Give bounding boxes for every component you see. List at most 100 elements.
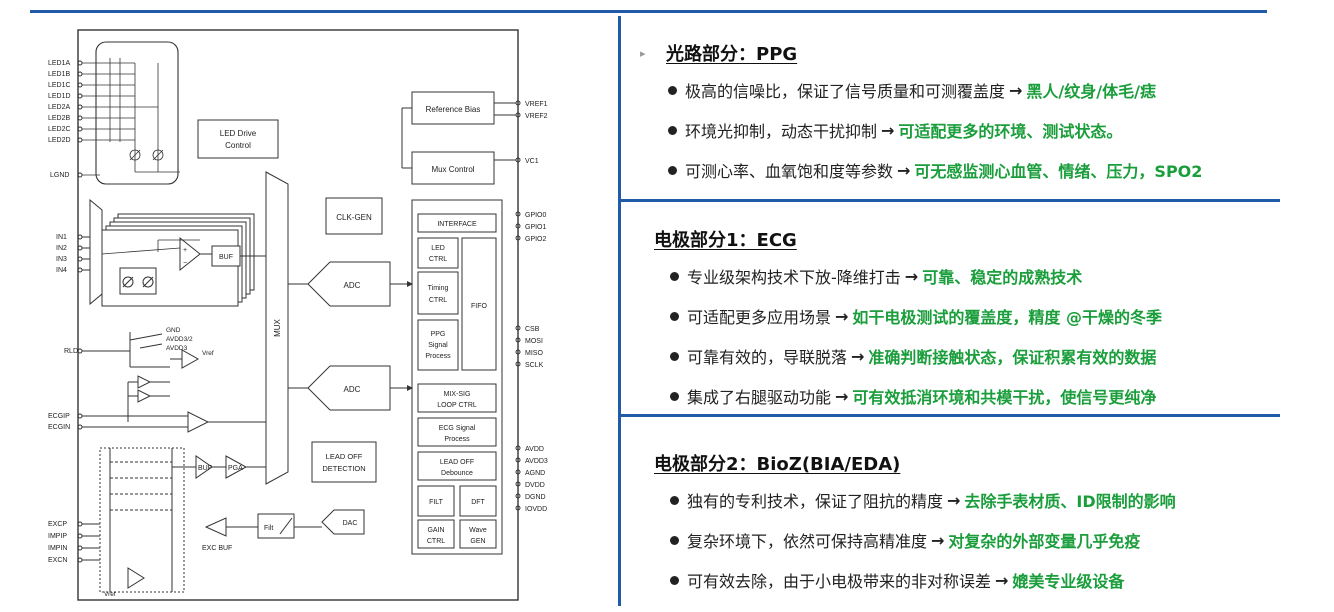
svg-text:LGND: LGND xyxy=(50,172,69,179)
svg-text:CTRL: CTRL xyxy=(429,297,447,304)
svg-text:DFT: DFT xyxy=(471,499,485,506)
led-pin: LED2A xyxy=(48,104,135,111)
svg-text:EXC BUF: EXC BUF xyxy=(202,545,232,552)
bullet-item: 集成了右腿驱动功能 → 可有效抵消环境和共模干扰，使信号更纯净 xyxy=(670,376,1334,416)
svg-text:IMPIN: IMPIN xyxy=(48,545,67,552)
svg-text:MOSI: MOSI xyxy=(525,338,543,345)
svg-text:Control: Control xyxy=(225,141,251,150)
gain-ctrl-block xyxy=(417,519,455,549)
svg-text:AVDD3: AVDD3 xyxy=(166,345,188,352)
bullet-item: 极高的信噪比，保证了信号质量和可测覆盖度 → 黑人/纹身/体毛/痣 xyxy=(668,70,1330,110)
bullet-item: 独有的专利技术，保证了阻抗的精度 → 去除手表材质、ID限制的影响 xyxy=(670,480,1334,520)
svg-text:EXCN: EXCN xyxy=(48,557,67,564)
svg-text:AVDD3/2: AVDD3/2 xyxy=(166,336,193,343)
svg-text:CLK-GEN: CLK-GEN xyxy=(336,213,372,222)
svg-text:CSB: CSB xyxy=(525,326,540,333)
bullet-item: 可测心率、血氧饱和度等参数 → 可无感监测心血管、情绪、压力，SPO2 xyxy=(668,150,1330,190)
triangle-marker-icon: ▸ xyxy=(640,46,646,60)
svg-text:LED1A: LED1A xyxy=(48,60,71,67)
lead-off-debounce-block xyxy=(417,451,497,481)
svg-text:ECGIN: ECGIN xyxy=(48,424,70,431)
svg-text:EXCP: EXCP xyxy=(48,521,67,528)
lead-off-detection-block xyxy=(311,441,377,483)
svg-text:IN1: IN1 xyxy=(56,234,67,241)
svg-text:BUF: BUF xyxy=(219,254,233,261)
svg-text:ADC: ADC xyxy=(344,281,361,290)
bullet-dot-icon xyxy=(670,575,679,585)
svg-text:DETECTION: DETECTION xyxy=(322,464,365,473)
led-pin: LED1B xyxy=(48,71,135,78)
svg-text:GEN: GEN xyxy=(470,538,485,545)
dft-block xyxy=(459,485,497,517)
led-pin: LED2C xyxy=(48,126,135,133)
ecg-front-end xyxy=(127,375,266,433)
section-title: 电极部分1：ECG xyxy=(654,230,797,251)
svg-text:VC1: VC1 xyxy=(525,158,539,165)
bullet-dot-icon xyxy=(668,85,677,95)
tia-amplifier xyxy=(179,236,201,272)
bullet-item: 复杂环境下，依然可保持高精准度 → 对复杂的外部变量几乎免疫 xyxy=(670,520,1334,560)
svg-text:Filt: Filt xyxy=(264,525,273,532)
clk-gen-block xyxy=(325,197,383,235)
led-pin: LED2D xyxy=(48,137,135,144)
svg-text:+: + xyxy=(183,247,187,254)
in-pins: IN1 IN2 IN3 IN4 xyxy=(56,234,90,274)
led-pin: LED1D xyxy=(48,93,135,100)
led-pin: LED1C xyxy=(48,82,135,89)
block-diagram-svg: LED1A LED1B LED1C LED1D LED2A LED2B LED2… xyxy=(48,29,548,601)
svg-text:GPIO1: GPIO1 xyxy=(525,224,547,231)
in-pin: IN4 xyxy=(56,267,90,274)
svg-text:LED2C: LED2C xyxy=(48,126,71,133)
svg-text:LED Drive: LED Drive xyxy=(220,129,257,138)
led-pin: LED1A xyxy=(48,60,135,67)
svg-text:INTERFACE: INTERFACE xyxy=(437,221,477,228)
bullet-dot-icon xyxy=(670,495,679,505)
ppg-signal-process-block xyxy=(417,319,459,371)
svg-text:IMPIP: IMPIP xyxy=(48,533,67,540)
filt-block xyxy=(417,485,455,517)
led-switch-box xyxy=(95,41,179,185)
section-ppg: ▸ 光路部分：PPG 极高的信噪比，保证了信号质量和可测覆盖度 → 黑人/纹身/… xyxy=(640,40,1330,190)
lgnd-pin: LGND xyxy=(50,172,100,179)
svg-text:ECGIP: ECGIP xyxy=(48,413,70,420)
svg-text:IN3: IN3 xyxy=(56,256,67,263)
svg-text:LED: LED xyxy=(431,245,445,252)
in-pin: IN3 xyxy=(56,256,90,263)
svg-text:LEAD OFF: LEAD OFF xyxy=(326,452,363,461)
bullet-dot-icon xyxy=(670,535,679,545)
svg-text:MUX: MUX xyxy=(273,318,282,336)
led-pins: LED1A LED1B LED1C LED1D LED2A LED2B LED2… xyxy=(48,60,135,144)
bullet-dot-icon xyxy=(670,351,679,361)
svg-text:Mux Control: Mux Control xyxy=(431,165,474,174)
svg-text:Vref: Vref xyxy=(202,350,214,357)
svg-text:DVDD: DVDD xyxy=(525,482,545,489)
svg-text:LOOP CTRL: LOOP CTRL xyxy=(437,402,477,409)
svg-text:CTRL: CTRL xyxy=(427,538,445,545)
svg-text:PPG: PPG xyxy=(431,331,446,338)
section-bioz: 电极部分2：BioZ(BIA/EDA) 独有的专利技术，保证了阻抗的精度 → 去… xyxy=(654,450,1334,600)
svg-text:RLD: RLD xyxy=(64,348,78,355)
svg-text:IOVDD: IOVDD xyxy=(525,506,547,513)
bullet-dot-icon xyxy=(670,271,679,281)
section-divider-2 xyxy=(620,414,1280,417)
svg-text:ECG Signal: ECG Signal xyxy=(439,425,476,432)
svg-text:DAC: DAC xyxy=(343,520,358,527)
section-title: 光路部分：PPG xyxy=(666,44,798,65)
vertical-divider xyxy=(618,16,621,606)
interface-block xyxy=(417,213,497,233)
section-title-row: 电极部分1：ECG xyxy=(654,226,1334,252)
svg-text:GAIN: GAIN xyxy=(427,527,444,534)
svg-text:FILT: FILT xyxy=(429,499,444,506)
section-title: 电极部分2：BioZ(BIA/EDA) xyxy=(654,454,901,475)
bioz-section: BUF PGA EXC BUF Filt DAC Vref xyxy=(99,447,365,598)
svg-text:MIX-SIG: MIX-SIG xyxy=(444,391,471,398)
svg-text:−: − xyxy=(183,260,187,267)
svg-text:LED2B: LED2B xyxy=(48,115,71,122)
svg-text:IN4: IN4 xyxy=(56,267,67,274)
section-title-row: ▸ 光路部分：PPG xyxy=(640,40,1330,66)
bullet-item: 专业级架构技术下放-降维打击 → 可靠、稳定的成熟技术 xyxy=(670,256,1334,296)
svg-text:LED1B: LED1B xyxy=(48,71,71,78)
svg-text:BUF: BUF xyxy=(198,465,212,472)
svg-text:LED2A: LED2A xyxy=(48,104,71,111)
ecg-signal-process-block xyxy=(417,417,497,447)
